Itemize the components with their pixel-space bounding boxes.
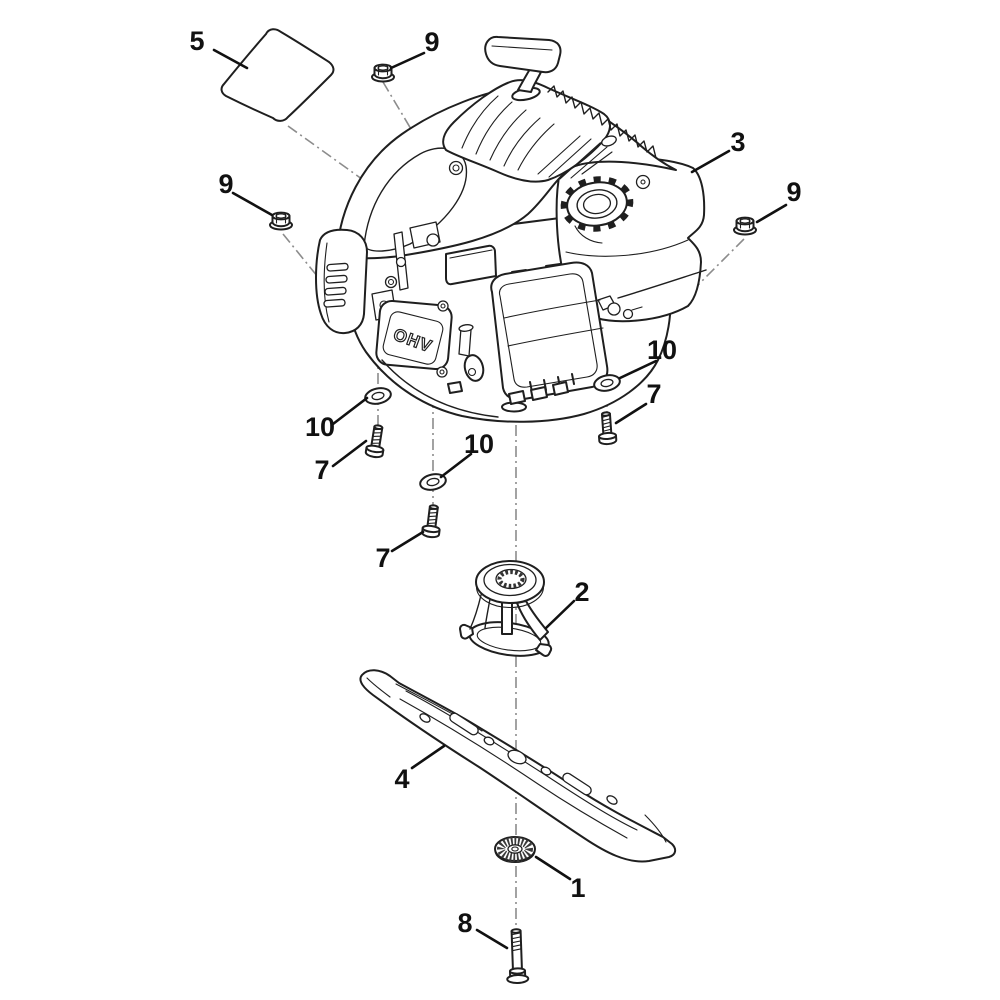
callout-5-label: 5 xyxy=(189,26,204,56)
recoil-vent-panel xyxy=(315,228,368,335)
valve-cover: OHV xyxy=(375,275,453,378)
starter-handle xyxy=(484,35,562,102)
blade-adapter xyxy=(459,560,553,657)
callouts: 5 9 9 3 9 10 7 10 7 10 7 2 4 1 8 xyxy=(189,26,801,938)
information-label xyxy=(220,28,335,122)
callout-8-bolt: 8 xyxy=(457,908,472,938)
callout-9-top: 9 xyxy=(424,27,439,57)
flange-nut-right xyxy=(733,216,757,236)
callout-7-left: 7 xyxy=(314,455,329,485)
leader-lines xyxy=(212,48,788,950)
blade-bolt xyxy=(504,927,530,985)
air-filter-box xyxy=(445,244,497,286)
dipstick-tube xyxy=(458,324,474,357)
callout-7-center: 7 xyxy=(375,543,390,573)
callout-10-right: 10 xyxy=(647,335,677,365)
engine-assembly: OHV xyxy=(315,35,707,423)
callout-4-blade: 4 xyxy=(394,764,409,794)
fuel-valve-fittings xyxy=(597,269,707,320)
screw-left xyxy=(364,423,389,460)
callout-7-right: 7 xyxy=(646,379,661,409)
flat-washer-left xyxy=(362,384,394,408)
callout-10-left: 10 xyxy=(305,412,335,442)
callout-1-washer: 1 xyxy=(570,873,585,903)
muffler xyxy=(490,261,609,401)
callout-3-engine: 3 xyxy=(730,127,745,157)
serrated-lock-washer xyxy=(494,836,536,863)
callout-10-center: 10 xyxy=(464,429,494,459)
callout-9-left: 9 xyxy=(218,169,233,199)
engine-shroud xyxy=(336,79,677,260)
engine-base xyxy=(381,359,569,418)
flange-nut-left xyxy=(269,211,293,231)
blade-center-hole xyxy=(507,749,527,765)
mower-blade xyxy=(359,669,677,863)
callout-9-right: 9 xyxy=(786,177,801,207)
shroud-serrated-edge xyxy=(547,85,657,159)
callout-2-adapter: 2 xyxy=(574,577,589,607)
screw-center xyxy=(420,503,444,540)
screw-right xyxy=(596,410,618,446)
